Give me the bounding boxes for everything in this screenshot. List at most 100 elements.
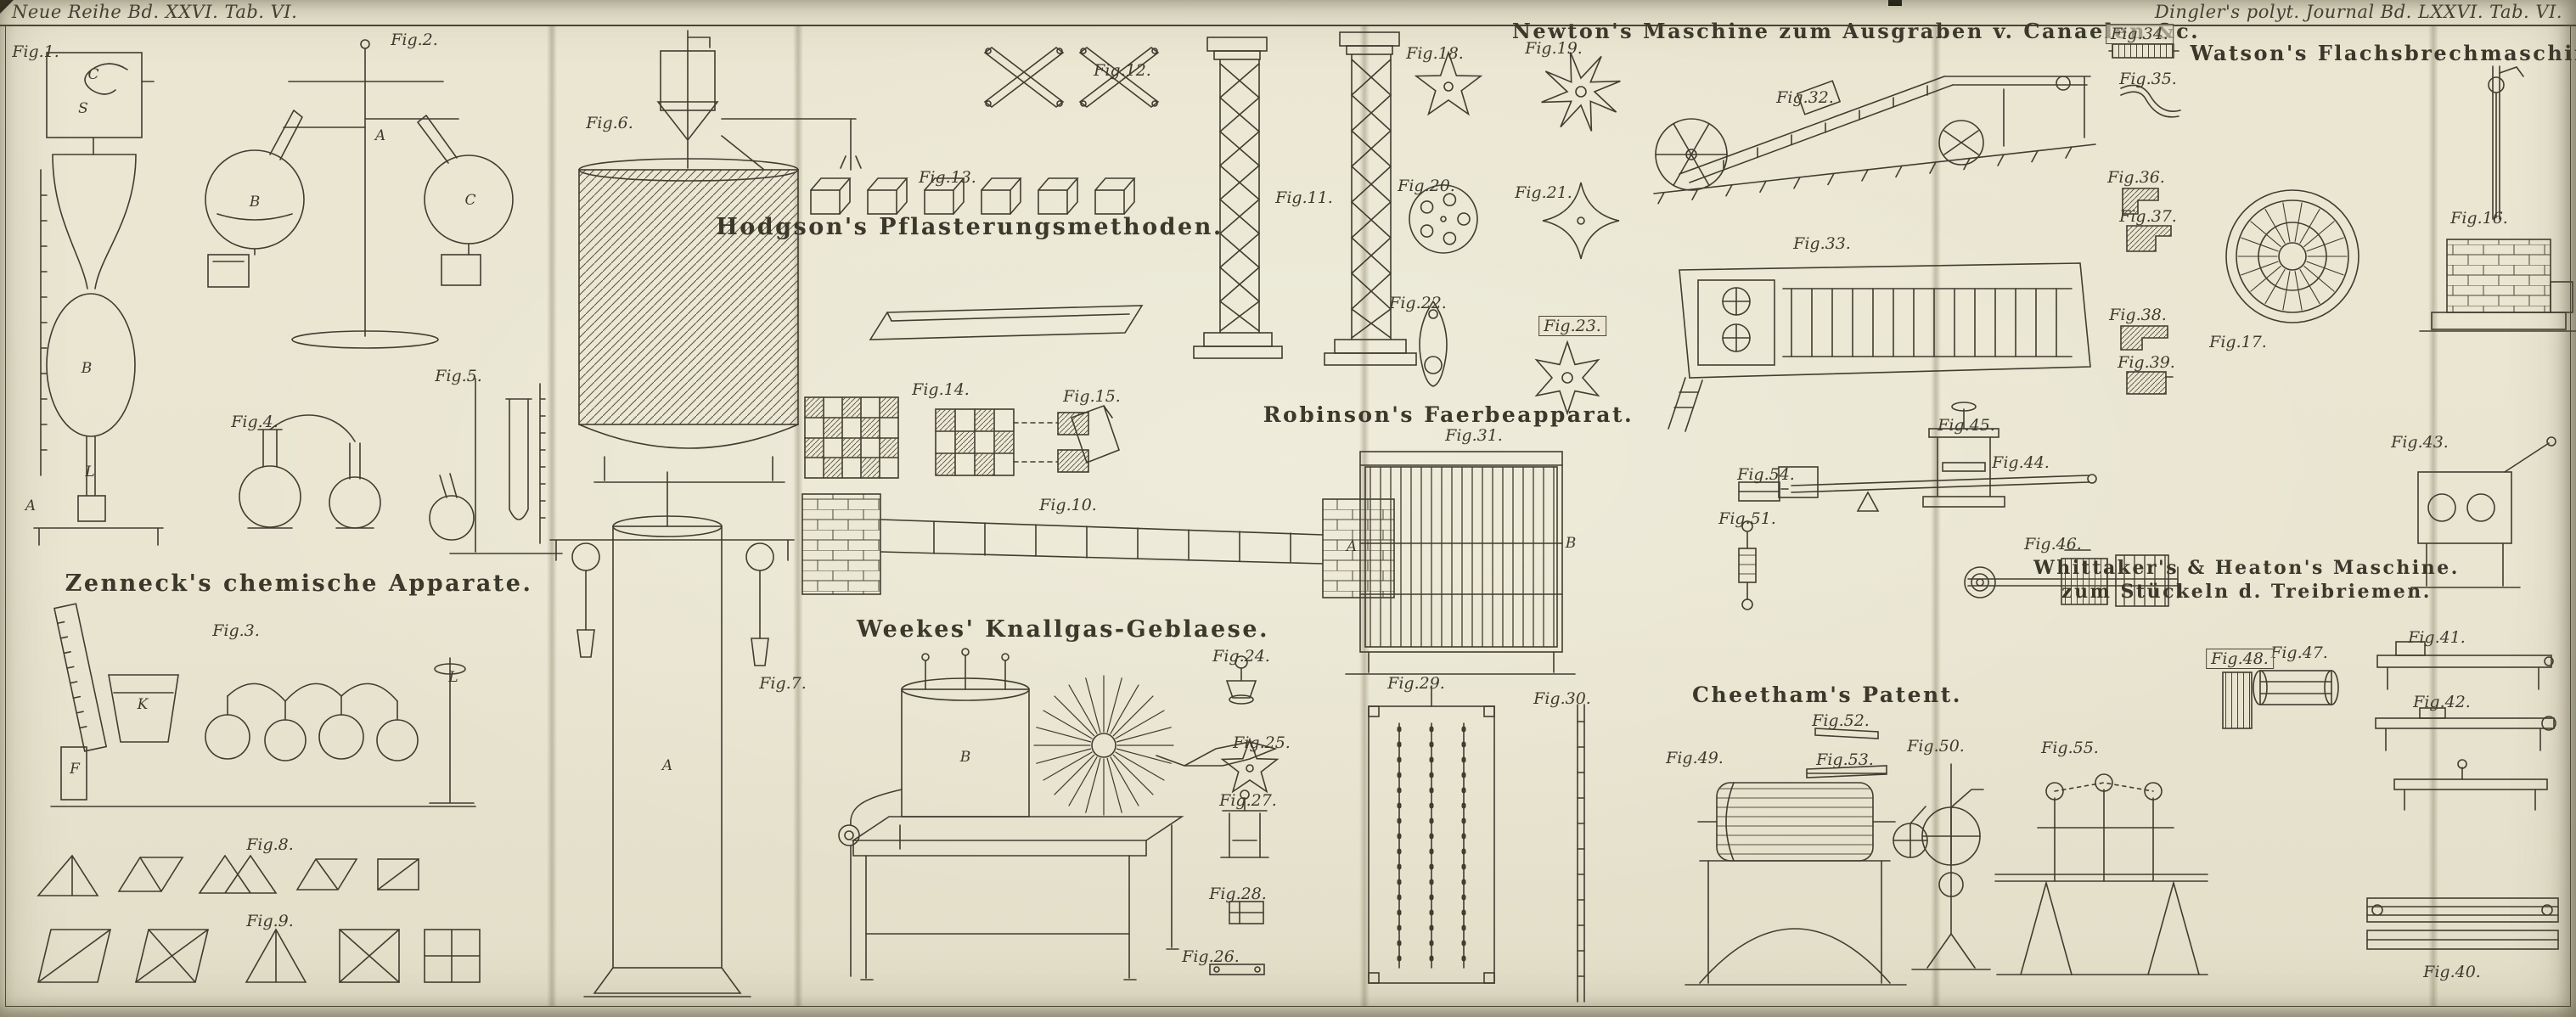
- figure-label: Fig.48.: [2206, 649, 2274, 669]
- figure-label: Fig.27.: [1219, 791, 1277, 810]
- fig-33-drawing: [1668, 262, 2091, 432]
- figure-label: Fig.40.: [2423, 963, 2481, 981]
- fig-43-drawing: [2410, 436, 2556, 588]
- fig-9-drawing: [37, 928, 481, 983]
- fig-51-drawing: [1738, 520, 1757, 610]
- fig-42-drawing: [2375, 707, 2556, 751]
- fig-4-drawing: [239, 414, 381, 529]
- part-letter: F: [70, 761, 80, 778]
- fig-29-drawing: [1368, 685, 1495, 984]
- fig-31-drawing: [1345, 451, 1576, 675]
- figure-label: Fig.6.: [586, 114, 633, 132]
- fig-2-drawing: [205, 39, 514, 349]
- figure-label: Fig.17.: [2209, 333, 2267, 351]
- plate-header-left: Neue Reihe Bd. XXVI. Tab. VI.: [12, 2, 298, 22]
- plate-header-right: Dingler's polyt. Journal Bd. LXXVI. Tab.…: [2154, 2, 2562, 22]
- scan-corner-mark: [0, 0, 14, 14]
- fig-28-drawing: [1229, 901, 1264, 924]
- figure-label: Fig.15.: [1063, 387, 1121, 406]
- weekes-apparatus-drawing: [838, 648, 1278, 980]
- section-title: Whittaker's & Heaton's Maschine.: [2033, 557, 2460, 579]
- figure-label: Fig.16.: [2450, 209, 2508, 228]
- figure-label: Fig.14.: [912, 380, 970, 399]
- part-letter: A: [25, 497, 37, 514]
- figure-label: Fig.41.: [2408, 628, 2466, 647]
- figure-label: Fig.20.: [1398, 177, 1455, 195]
- figure-label: Fig.50.: [1907, 737, 1965, 756]
- figure-label: Fig.10.: [1039, 496, 1097, 514]
- figure-label: Fig.26.: [1182, 947, 1240, 966]
- fig-39-drawing: [2126, 371, 2174, 395]
- fig-55-drawing: [1994, 773, 2208, 975]
- fig-40-drawing: [2366, 897, 2559, 950]
- figure-label: Fig.21.: [1515, 183, 1572, 202]
- fig-10-drawing: [801, 493, 1395, 598]
- fig-25-drawing: [1220, 737, 1280, 794]
- fig-8-drawing: [37, 854, 419, 896]
- fig-54-drawing: [1738, 481, 1789, 502]
- figure-label: Fig.38.: [2109, 306, 2167, 324]
- figure-label: Fig.35.: [2119, 70, 2177, 88]
- figure-label: Fig.24.: [1212, 647, 1270, 666]
- figure-label: Fig.49.: [1666, 749, 1724, 767]
- fig-11-drawing: [1193, 31, 1417, 366]
- part-letter: L: [448, 669, 458, 686]
- fig-50-drawing: [1911, 763, 1991, 970]
- section-title: Robinson's Faerbeapparat.: [1263, 402, 1634, 427]
- fig-36-drawing: [2122, 188, 2159, 215]
- figure-label: Fig.33.: [1793, 234, 1851, 253]
- part-letter: B: [1565, 535, 1577, 552]
- part-letter: C: [464, 192, 476, 209]
- fig-3-drawing: [50, 603, 476, 807]
- section-title: Cheetham's Patent.: [1692, 683, 1962, 707]
- figure-label: Fig.5.: [435, 367, 482, 385]
- fig-46-drawing: [1964, 549, 2179, 607]
- fig-16-drawing: [2419, 65, 2576, 332]
- fig-13-drawing: [810, 177, 1136, 215]
- fig-15-drawing: [1070, 404, 1121, 464]
- fig-32-drawing: [1653, 76, 2096, 205]
- section-title: Hodgson's Pflasterungsmethoden.: [716, 214, 1223, 240]
- figure-label: Fig.13.: [919, 168, 976, 187]
- figure-label: Fig.3.: [212, 621, 260, 640]
- part-letter: C: [87, 66, 99, 83]
- fig-7-drawing: [549, 471, 795, 997]
- fig-21-drawing: [1542, 182, 1620, 260]
- fig-14-drawing: [804, 396, 1089, 479]
- part-letter: A: [661, 757, 673, 774]
- figure-label: Fig.29.: [1387, 674, 1445, 693]
- fold-crease: [1931, 25, 1941, 1007]
- figure-label: Fig.31.: [1445, 426, 1503, 445]
- plate-border-frame: [5, 25, 2571, 1007]
- fig-18-drawing: [1414, 50, 1483, 116]
- figure-label: Fig.22.: [1389, 294, 1447, 312]
- figure-label: Fig.32.: [1776, 88, 1834, 107]
- figure-label: Fig.2.: [391, 31, 438, 49]
- figure-label: Fig.18.: [1406, 44, 1464, 63]
- part-letter: A: [1346, 538, 1358, 555]
- small-bench-drawing: [2393, 759, 2548, 811]
- figure-label: Fig.54.: [1737, 465, 1795, 484]
- figure-label: Fig.42.: [2413, 693, 2471, 711]
- fig-48-drawing: [2222, 671, 2253, 729]
- figure-label: Fig.55.: [2041, 739, 2099, 757]
- fig-27-drawing: [1220, 789, 1269, 858]
- figure-label: Fig.46.: [2024, 535, 2082, 553]
- figure-label: Fig.43.: [2391, 433, 2449, 452]
- figure-label: Fig.19.: [1525, 39, 1583, 58]
- fig-5-drawing: [429, 378, 563, 554]
- section-title: zum Stückeln d. Treibriemen.: [2061, 581, 2432, 603]
- figure-label: Fig.11.: [1275, 188, 1333, 207]
- figure-label: Fig.12.: [1094, 61, 1151, 80]
- figure-label: Fig.39.: [2118, 353, 2175, 372]
- figure-label: Fig.45.: [1938, 416, 1995, 435]
- figure-label: Fig.23.: [1538, 316, 1606, 336]
- figure-label: Fig.53.: [1816, 750, 1874, 769]
- figure-label: Fig.25.: [1233, 733, 1291, 752]
- figure-label: Fig.8.: [246, 835, 294, 854]
- part-letter: L: [85, 464, 95, 480]
- figure-label: Fig.47.: [2270, 643, 2328, 662]
- fig-37-drawing: [2126, 225, 2172, 252]
- figure-label: Fig.51.: [1718, 509, 1776, 528]
